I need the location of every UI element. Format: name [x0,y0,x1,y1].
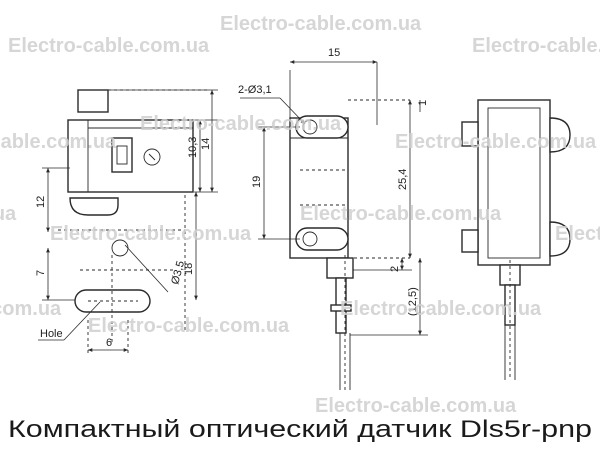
front-view: 15 2-Ø3,1 19 25,4 2 (12,5) 1 [238,47,429,390]
dim-12-5: (12,5) [407,287,419,316]
dim-dia-3-5: Ø3,5 [169,260,187,286]
adjuster-knob [143,148,161,166]
dim-2: 2 [389,266,401,272]
watermarks: Electro-cable.com.ua Electro-cable.com.u… [0,13,600,417]
watermark: Electro-cable.com.ua [140,113,342,135]
right-bracket-lower [461,229,479,253]
dim-19: 19 [251,176,263,188]
dim-14: 14 [200,138,212,150]
watermark: Electro-cable.com.ua [395,131,597,153]
watermark: Electro-cable.com.ua [0,203,17,225]
watermark: Electro-cable.com.ua [300,203,502,225]
cable-gland [326,257,354,279]
dim-two-holes: 2-Ø3,1 [238,84,272,96]
lens-lower [549,221,571,257]
dim-10-3: 10,3 [187,137,199,158]
watermark: Electro-cable.com.ua [50,223,252,245]
dim-6: 6 [106,337,112,349]
right-bracket-upper [461,121,479,147]
watermark: Electro-cable.com.ua [472,35,600,57]
watermark: Electro-cable.com.ua [315,395,517,417]
right-side-view [461,99,571,380]
watermark: Electro-cable.com.ua [8,35,210,57]
watermark: Electro-cable.com.ua [0,298,62,320]
lens-left [69,197,119,216]
lower-hole [302,231,318,247]
dim-1: 1 [417,100,429,106]
caption: Компактный оптический датчик Dls5r-pnp [8,416,592,443]
dim-12: 12 [35,196,47,208]
left-side-view: 10,3 14 12 7 18 Ø3,5 6 Hole [35,89,218,355]
dim-18: 18 [183,263,195,275]
lower-slot [295,227,349,251]
watermark: Electro-cable.com.ua [88,315,290,337]
upper-hole [302,119,318,135]
hole-label: Hole [40,328,63,340]
lens-upper [549,117,571,153]
dim-25-4: 25,4 [397,169,409,190]
watermark: Electro-cable.com.ua [340,298,542,320]
watermark: Electro-cable.com.ua [220,13,422,35]
right-body [477,99,551,266]
dim-7: 7 [35,270,47,276]
watermark: Electro-cable.com.ua [555,223,600,245]
top-bracket [77,89,109,113]
watermark: Electro-cable.com.ua [0,131,117,153]
dim-15: 15 [328,47,340,59]
